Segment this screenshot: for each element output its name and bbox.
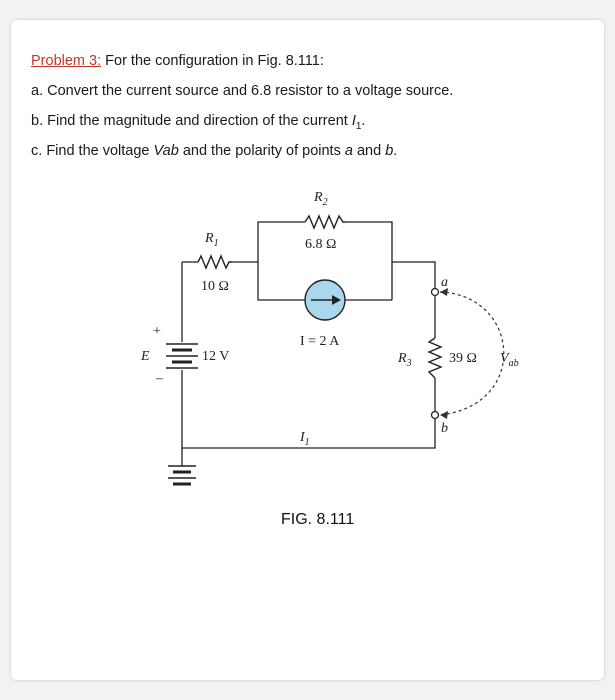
- part-b: b. Find the magnitude and direction of t…: [31, 106, 591, 136]
- r2-value: 6.8 Ω: [305, 237, 336, 252]
- part-b-var: I: [351, 113, 356, 129]
- r2-resistor: [304, 214, 345, 230]
- part-c-and: and: [352, 143, 386, 159]
- figure-caption: FIG. 8.111: [281, 511, 354, 528]
- part-c: c. Find the voltage Vab and the polarity…: [31, 136, 591, 166]
- part-c-mid: and the polarity of points: [178, 143, 345, 159]
- part-c-var2: a: [344, 143, 353, 159]
- battery-minus: –: [155, 371, 164, 386]
- source-current-label: I = 2 A: [300, 334, 340, 349]
- part-a-text: Convert the current source and 6.8 resis…: [47, 83, 454, 99]
- part-a: a. Convert the current source and 6.8 re…: [31, 76, 591, 106]
- r3-name: R3: [397, 351, 412, 369]
- part-c-prefix: c.: [31, 143, 47, 159]
- part-b-end: .: [361, 113, 366, 129]
- current-source: [304, 279, 346, 321]
- ground-symbol: [168, 465, 196, 486]
- terminal-a: [430, 287, 440, 297]
- problem-text: Problem 3: For the configuration in Fig.…: [31, 46, 591, 166]
- r1-name: R1: [204, 231, 219, 249]
- node-a-label: a: [441, 275, 448, 290]
- vab-arrow-bottom: [440, 411, 448, 419]
- battery-name: E: [140, 349, 150, 364]
- battery-symbol: [166, 343, 198, 369]
- document-page: Problem 3: For the configuration in Fig.…: [11, 20, 604, 680]
- problem-label: Problem 3:: [31, 53, 102, 69]
- problem-intro: For the configuration in Fig. 8.111:: [101, 53, 324, 69]
- part-c-end: .: [393, 143, 398, 159]
- part-c-var3: b: [385, 143, 394, 159]
- part-c-var: Vab: [153, 143, 179, 159]
- part-c-text: Find the voltage: [46, 143, 154, 159]
- battery-plus: +: [153, 324, 161, 339]
- part-b-text: Find the magnitude and direction of the …: [47, 113, 352, 129]
- part-a-prefix: a.: [31, 83, 48, 99]
- r1-value: 10 Ω: [201, 279, 229, 294]
- node-b-label: b: [441, 421, 448, 436]
- terminal-b: [430, 410, 440, 420]
- vab-arrow-top: [440, 288, 448, 296]
- current-i1-label: I1: [299, 430, 310, 448]
- battery-value: 12 V: [202, 349, 229, 364]
- circuit-wires: [181, 221, 436, 466]
- r2-name: R2: [313, 190, 328, 208]
- r3-resistor: [427, 337, 443, 379]
- part-b-prefix: b.: [31, 113, 48, 129]
- r3-value: 39 Ω: [449, 351, 477, 366]
- part-b-sub: 1: [355, 120, 362, 132]
- vab-label: Vab: [500, 351, 519, 369]
- r1-resistor: [197, 254, 232, 270]
- problem-heading: Problem 3: For the configuration in Fig.…: [31, 46, 591, 76]
